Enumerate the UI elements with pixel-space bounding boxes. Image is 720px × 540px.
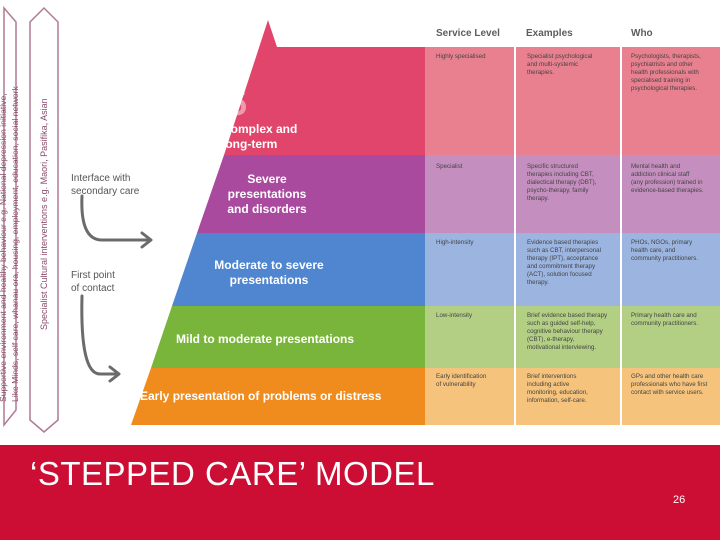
tier-number-4: 4 xyxy=(184,175,203,213)
service-level-cell: Specialist xyxy=(436,163,463,170)
examples-cell: Brief interventions including active mon… xyxy=(527,373,588,405)
slide-number: 26 xyxy=(673,494,686,506)
first-point-label: First point of contact xyxy=(71,270,115,294)
tier-label-3: Moderate to severe presentations xyxy=(214,258,324,287)
tier-label-2: Mild to moderate presentations xyxy=(176,332,355,346)
service-level-cell: Low-intensity xyxy=(436,312,473,319)
tier-label-5: Complex and long-term xyxy=(222,122,298,151)
tier-label-1: Early presentation of problems or distre… xyxy=(140,389,382,403)
arrow-head xyxy=(140,231,153,249)
who-cell: GPs and other health care professionals … xyxy=(631,373,708,397)
pyramid xyxy=(131,20,425,425)
table-row-1 xyxy=(425,368,720,425)
supportive-environment-banner: Supportive environment and healthy behav… xyxy=(0,86,20,402)
who-cell: Primary health care and community practi… xyxy=(631,312,699,328)
who-cell: PHOs, NGOs, primary health care, and com… xyxy=(631,239,699,263)
who-cell: Psychologists, therapists, psychiatrists… xyxy=(631,53,701,93)
column-divider xyxy=(514,20,516,425)
pyramid-tier-2 xyxy=(151,306,425,368)
table-row-5 xyxy=(425,47,720,155)
column-divider xyxy=(620,20,622,425)
column-header-service-level: Service Level xyxy=(436,28,500,39)
service-level-cell: Highly specialised xyxy=(436,53,486,60)
arrow-to-tier-3 xyxy=(80,194,152,242)
footer-band: ‘STEPPED CARE’ MODEL 26 xyxy=(0,445,720,540)
arrow-to-tier-1 xyxy=(80,294,120,376)
examples-cell: Evidence based therapies such as CBT, in… xyxy=(527,239,601,287)
table-row-2 xyxy=(425,306,720,368)
tier-number-3: 3 xyxy=(156,252,175,290)
table-header-band xyxy=(425,20,720,47)
service-level-cell: Early identification of vulnerability xyxy=(436,373,487,389)
pyramid-tier-5 xyxy=(224,20,425,155)
pyramid-tier-1 xyxy=(131,368,425,425)
service-level-cell: High-intensity xyxy=(436,239,474,246)
tier-number-1: 1 xyxy=(96,378,115,416)
who-cell: Mental health and addiction clinical sta… xyxy=(631,163,704,195)
examples-cell: Brief evidence based therapy such as gui… xyxy=(527,312,608,352)
slide-title: ‘STEPPED CARE’ MODEL xyxy=(30,455,435,492)
interface-label: Interface with secondary care xyxy=(71,173,140,197)
examples-cell: Specific structured therapies including … xyxy=(527,163,597,203)
tier-label-4: Severe presentations and disorders xyxy=(227,172,307,216)
table-row-3 xyxy=(425,233,720,306)
tier-number-5: 5 xyxy=(228,85,247,123)
stepped-care-figure: Service Level Examples Who Highly specia… xyxy=(0,5,720,433)
pyramid-tier-4 xyxy=(197,155,425,233)
arrows xyxy=(80,194,153,383)
arrow-head xyxy=(108,365,121,383)
table-row-4 xyxy=(425,155,720,233)
tier-number-2: 2 xyxy=(131,321,150,359)
column-header-who: Who xyxy=(631,28,653,39)
cultural-interventions-banner: Specialist Cultural interventions e.g. M… xyxy=(39,98,49,330)
examples-cell: Specialist psychological and multi-syste… xyxy=(527,53,593,77)
column-header-examples: Examples xyxy=(526,28,573,39)
vertical-banners xyxy=(3,5,59,433)
pyramid-tier-3 xyxy=(172,233,425,306)
